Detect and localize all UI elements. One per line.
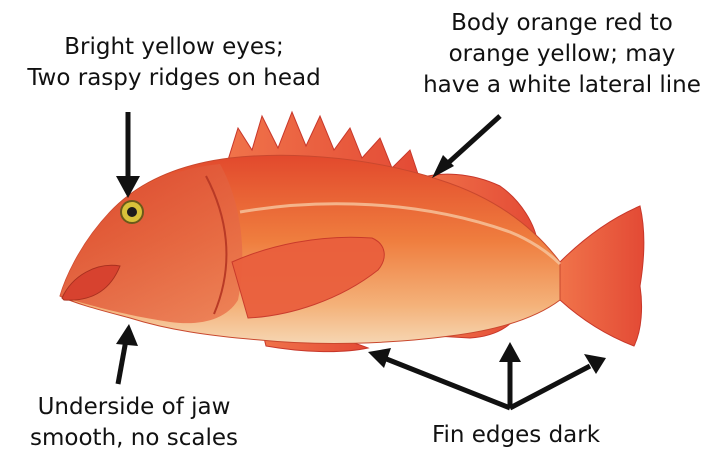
arrow-fin-middle-head bbox=[499, 342, 521, 362]
label-jaw-line-2: smooth, no scales bbox=[0, 423, 268, 454]
fish-pupil bbox=[127, 207, 137, 217]
arrow-jaw-head bbox=[116, 324, 138, 346]
label-body-color: Body orange red to orange yellow; may ha… bbox=[404, 8, 714, 101]
rockfish-illustration bbox=[60, 112, 644, 352]
label-jaw-line-1: Underside of jaw bbox=[0, 392, 268, 423]
label-eyes-line-1: Bright yellow eyes; bbox=[0, 32, 348, 63]
arrow-fin-right bbox=[510, 366, 590, 408]
label-body-line-1: Body orange red to bbox=[404, 8, 714, 39]
label-fin-line-1: Fin edges dark bbox=[404, 420, 628, 451]
arrow-fin-right-head bbox=[584, 354, 606, 374]
fish-head bbox=[60, 164, 242, 323]
label-eyes: Bright yellow eyes; Two raspy ridges on … bbox=[0, 32, 348, 94]
arrow-body bbox=[447, 116, 500, 164]
label-fin-edges: Fin edges dark bbox=[404, 420, 628, 451]
label-body-line-2: orange yellow; may bbox=[404, 39, 714, 70]
arrow-fin-left bbox=[384, 358, 510, 408]
label-jaw: Underside of jaw smooth, no scales bbox=[0, 392, 268, 454]
arrow-jaw bbox=[118, 340, 126, 384]
tail-fin bbox=[560, 206, 644, 346]
label-body-line-3: have a white lateral line bbox=[404, 70, 714, 101]
label-eyes-line-2: Two raspy ridges on head bbox=[0, 63, 348, 94]
